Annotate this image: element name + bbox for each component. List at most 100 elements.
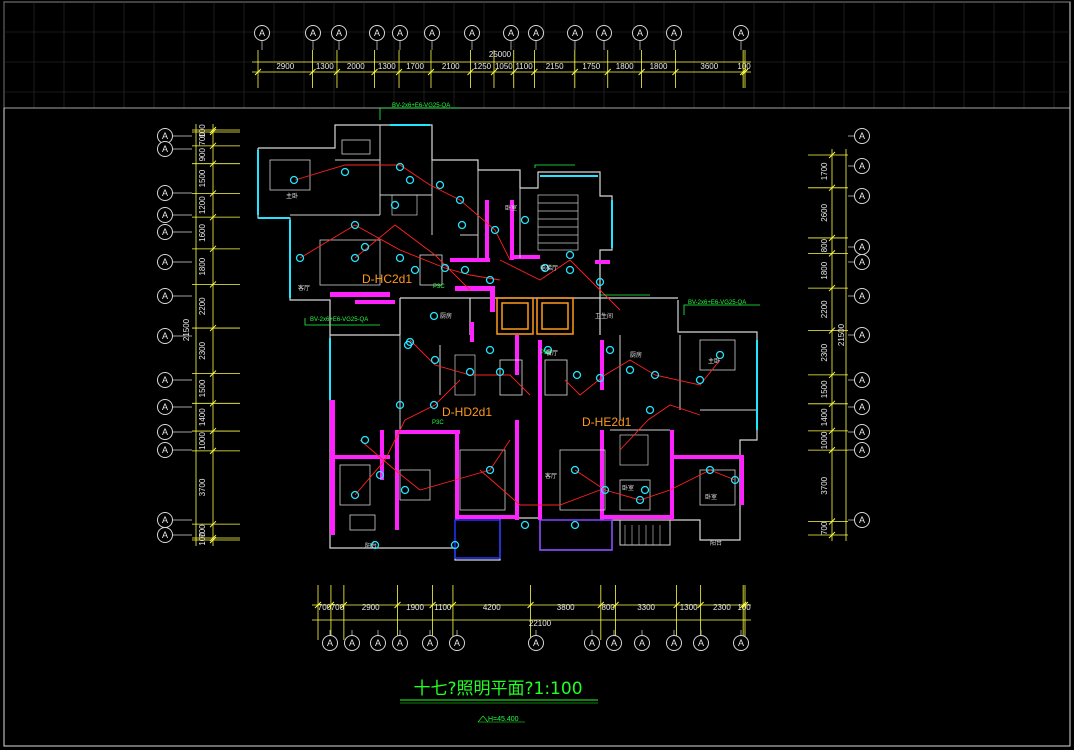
- axis-bubble-left-9: A: [157, 399, 173, 415]
- cable-note-1: BV-2x6+E6-VG25-QA: [392, 103, 450, 109]
- axis-bubble-top-2: A: [331, 25, 347, 41]
- svg-text:A: A: [427, 638, 433, 648]
- axis-bubble-top-3: A: [369, 25, 385, 41]
- ceiling-lamp-13: [455, 195, 465, 205]
- cable-note-2: BV-2x6+E6-VG25-QA: [310, 317, 368, 323]
- ceiling-lamp-47: [730, 475, 740, 485]
- axis-bubble-bottom-7: A: [584, 635, 600, 651]
- left-dim-segment-2: 900: [198, 148, 207, 162]
- ceiling-lamp-39: [570, 520, 580, 530]
- ceiling-lamp-54: [485, 275, 495, 285]
- ceiling-lamp-3: [405, 175, 415, 185]
- svg-text:A: A: [698, 638, 704, 648]
- axis-bubble-top-11: A: [632, 25, 648, 41]
- ceiling-lamp-16: [565, 250, 575, 260]
- right-dim-segment-3: 1800: [820, 261, 829, 279]
- ceiling-lamp-1: [340, 167, 350, 177]
- svg-text:A: A: [162, 427, 168, 437]
- ceiling-lamp-51: [572, 370, 582, 380]
- ceiling-lamp-23: [485, 345, 495, 355]
- ceiling-lamp-49: [595, 373, 605, 383]
- bottom-dim-segment-3: 1900: [406, 603, 424, 612]
- axis-bubble-left-4: A: [157, 224, 173, 240]
- bottom-dim-segment-4: 1100: [434, 603, 452, 612]
- ceiling-lamp-5: [390, 200, 400, 210]
- axis-bubble-right-3: A: [854, 239, 870, 255]
- svg-text:A: A: [454, 638, 460, 648]
- ceiling-lamp-19: [565, 265, 575, 275]
- svg-text:A: A: [162, 331, 168, 341]
- ceiling-lamp-25: [403, 340, 413, 350]
- room-label-8: 卧室: [622, 484, 634, 492]
- room-label-2: 卧室: [505, 204, 517, 212]
- left-dim-segment-5: 1600: [198, 224, 207, 242]
- axis-bubble-top-12: A: [666, 25, 682, 41]
- svg-text:A: A: [162, 530, 168, 540]
- right-dim-segment-8: 1000: [820, 431, 829, 449]
- top-dim-segment-13: 3600: [700, 62, 718, 71]
- svg-text:A: A: [738, 638, 744, 648]
- axis-bubble-top-7: A: [503, 25, 519, 41]
- room-label-4: 卫生间: [595, 312, 613, 320]
- top-dim-segment-7: 1050: [495, 62, 513, 71]
- top-total-dimension: 25000: [489, 50, 512, 59]
- room-label-3: 厨房: [440, 312, 452, 320]
- svg-text:A: A: [859, 330, 865, 340]
- svg-text:A: A: [162, 375, 168, 385]
- svg-text:A: A: [859, 242, 865, 252]
- axis-bubble-bottom-10: A: [666, 635, 682, 651]
- ceiling-lamp-17: [595, 277, 605, 287]
- room-label-7: 电梯厅: [540, 264, 558, 272]
- axis-bubble-left-10: A: [157, 424, 173, 440]
- ceiling-lamp-10: [440, 263, 450, 273]
- right-dim-segment-2: 800: [820, 238, 829, 252]
- axis-bubble-top-4: A: [392, 25, 408, 41]
- top-dim-segment-11: 1800: [616, 62, 634, 71]
- ceiling-lamp-0: [289, 175, 299, 185]
- left-dim-segment-3: 1500: [198, 169, 207, 187]
- bottom-dim-segment-7: 800: [602, 603, 616, 612]
- svg-text:A: A: [589, 638, 595, 648]
- left-dim-segment-13: 700: [198, 524, 207, 538]
- axis-bubble-right-10: A: [854, 442, 870, 458]
- bottom-dim-segment-10: 2300: [713, 603, 731, 612]
- top-dim-segment-4: 1700: [406, 62, 424, 71]
- svg-text:A: A: [859, 445, 865, 455]
- svg-text:A: A: [601, 28, 607, 38]
- svg-text:A: A: [397, 28, 403, 38]
- ceiling-lamp-41: [625, 365, 635, 375]
- light-fixtures: [289, 162, 740, 550]
- left-dim-segment-0: 100: [198, 124, 207, 138]
- top-dim-segment-14: 100: [737, 62, 751, 71]
- ceiling-lamp-11: [410, 265, 420, 275]
- svg-text:A: A: [162, 210, 168, 220]
- top-dim-segment-10: 1750: [582, 62, 600, 71]
- floor-plan: [257, 124, 758, 561]
- ceiling-lamp-32: [485, 465, 495, 475]
- svg-text:A: A: [859, 161, 865, 171]
- ceiling-lamp-28: [360, 435, 370, 445]
- axis-bubble-left-8: A: [157, 372, 173, 388]
- ceiling-lamp-46: [705, 465, 715, 475]
- right-dim-segment-10: 700: [820, 521, 829, 535]
- top-dim-segment-6: 1250: [473, 62, 491, 71]
- bottom-dim-segment-2: 2900: [362, 603, 380, 612]
- svg-text:A: A: [738, 28, 744, 38]
- svg-text:A: A: [162, 515, 168, 525]
- ceiling-lamp-50: [543, 345, 553, 355]
- room-label-9: 客厅: [545, 472, 557, 480]
- room-label-1: 客厅: [298, 284, 310, 292]
- right-total-dimension: 21500: [837, 323, 846, 346]
- panel-label-1: P3C: [433, 284, 445, 290]
- axis-bubble-top-10: A: [596, 25, 612, 41]
- ceiling-lamp-31: [400, 485, 410, 495]
- svg-text:A: A: [162, 144, 168, 154]
- axis-bubble-right-1: A: [854, 158, 870, 174]
- svg-text:A: A: [259, 28, 265, 38]
- ceiling-lamp-34: [370, 540, 380, 550]
- axis-bubble-right-8: A: [854, 399, 870, 415]
- ceiling-lamp-15: [520, 215, 530, 225]
- svg-text:A: A: [469, 28, 475, 38]
- axis-bubble-right-11: A: [854, 512, 870, 528]
